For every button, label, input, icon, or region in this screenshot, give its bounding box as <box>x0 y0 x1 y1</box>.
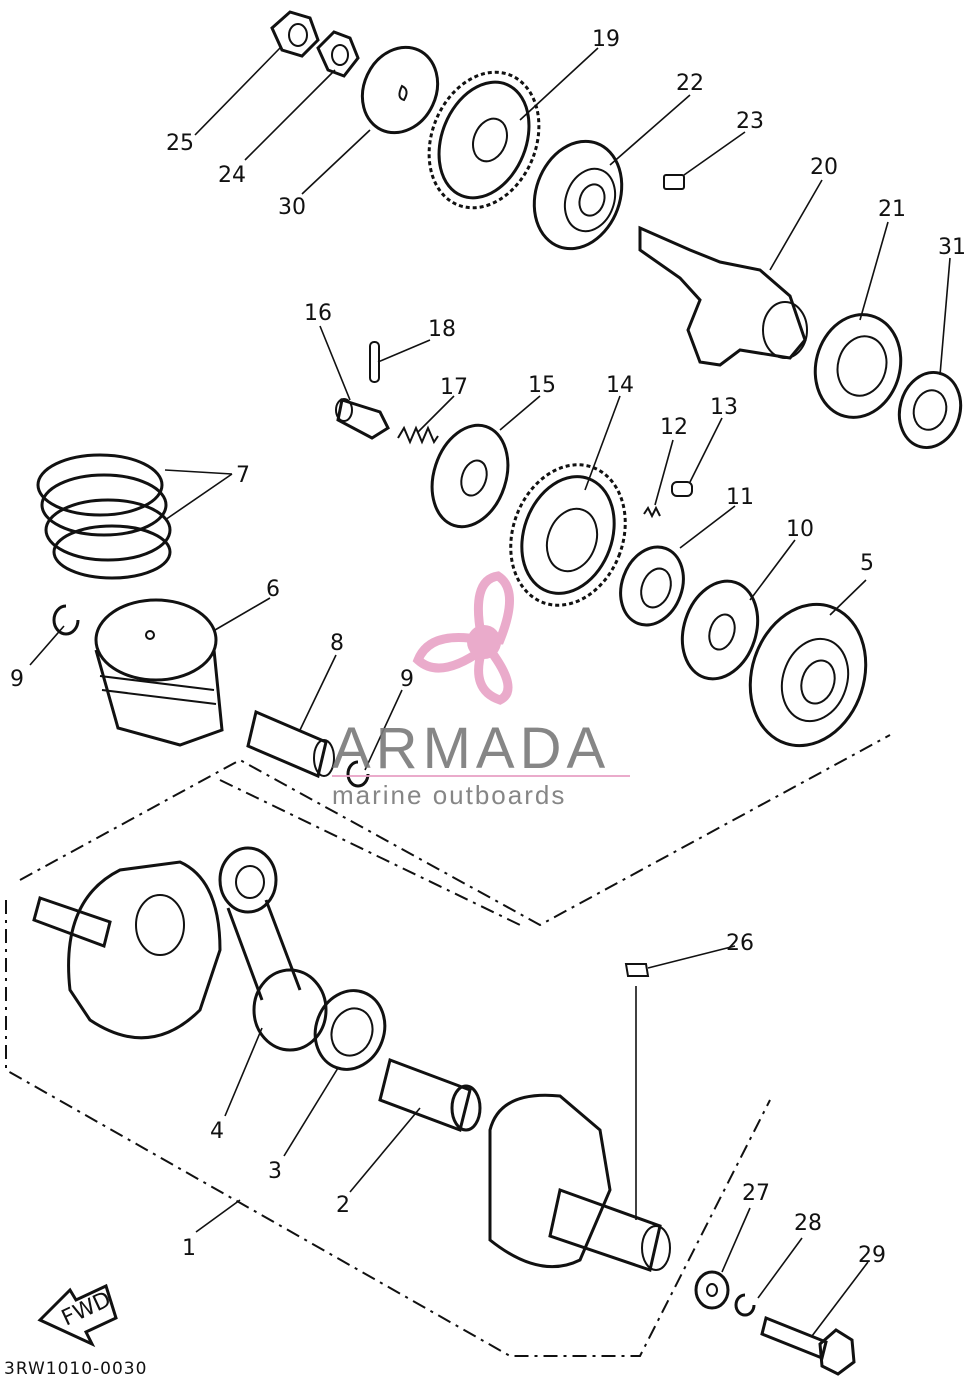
connecting-rod-4 <box>218 846 328 1052</box>
leader-lines <box>29 47 951 1337</box>
callout-1: 1 <box>182 1236 196 1261</box>
callout-7: 7 <box>236 463 250 488</box>
callout-25: 25 <box>166 131 194 156</box>
callout-23: 23 <box>736 109 764 134</box>
oil-seal-31 <box>897 370 963 450</box>
callout-20: 20 <box>810 155 838 180</box>
callout-3: 3 <box>268 1159 282 1184</box>
key-23 <box>663 174 685 190</box>
piston-pin-8 <box>246 709 335 779</box>
piston-6 <box>94 598 224 747</box>
callout-26: 26 <box>726 931 754 956</box>
spring-17 <box>397 425 439 445</box>
callout-11: 11 <box>726 485 754 510</box>
callout-29: 29 <box>858 1243 886 1268</box>
callout-30: 30 <box>278 195 306 220</box>
callout-labels: 1 2 3 4 5 6 7 8 9 9 10 11 12 13 14 15 16… <box>10 27 964 1268</box>
callout-12: 12 <box>660 415 688 440</box>
assembly-outline-crank <box>19 734 891 927</box>
fwd-arrow-icon: FWD <box>37 1283 118 1348</box>
plate-15 <box>430 423 510 529</box>
callout-15: 15 <box>528 373 556 398</box>
watermark-logo: ARMADA marine outboards <box>332 571 630 810</box>
callout-9-left: 9 <box>10 667 24 692</box>
callout-21: 21 <box>878 197 906 222</box>
callout-6: 6 <box>266 577 280 602</box>
callout-5: 5 <box>860 551 874 576</box>
callout-27: 27 <box>742 1181 770 1206</box>
bolt-29 <box>760 1315 856 1376</box>
piston-rings-7 <box>36 453 172 580</box>
bearing-3 <box>313 989 387 1071</box>
callout-13: 13 <box>710 395 738 420</box>
crank-pin-2 <box>378 1058 482 1132</box>
pin-18 <box>369 341 380 383</box>
callout-28: 28 <box>794 1211 822 1236</box>
callout-24: 24 <box>218 163 246 188</box>
watermark-brand: ARMADA <box>332 716 610 781</box>
callout-22: 22 <box>676 71 704 96</box>
callout-14: 14 <box>606 373 634 398</box>
key-26 <box>624 963 650 977</box>
bearing-21 <box>813 313 903 419</box>
watermark-tagline: marine outboards <box>332 780 566 810</box>
assembly-outline-bottom <box>5 900 771 1357</box>
callout-17: 17 <box>440 375 468 400</box>
callout-31: 31 <box>938 235 964 260</box>
hub-11 <box>619 545 685 627</box>
spring-12 <box>643 505 661 519</box>
callout-16: 16 <box>304 301 332 326</box>
lock-washer-24 <box>316 30 360 78</box>
pin-16 <box>335 398 390 440</box>
assembly-outline-right <box>219 779 521 926</box>
washer-30 <box>360 45 440 135</box>
crank-right-half <box>488 1093 671 1272</box>
callout-4: 4 <box>210 1119 224 1144</box>
callout-8: 8 <box>330 631 344 656</box>
clip-9-left <box>52 604 80 636</box>
pin-13 <box>671 481 693 497</box>
balancer-shaft-20 <box>638 225 808 367</box>
bearing-22 <box>532 139 624 251</box>
crank-left-half <box>32 860 222 1040</box>
spring-washer-28 <box>734 1293 756 1317</box>
callout-2: 2 <box>336 1193 350 1218</box>
callout-9-right: 9 <box>400 667 414 692</box>
washer-27 <box>694 1270 730 1310</box>
diagram-code: 3RW1010-0030 <box>4 1359 147 1379</box>
bearing-5 <box>748 602 868 748</box>
callout-19: 19 <box>592 27 620 52</box>
propeller-icon <box>412 571 514 705</box>
plate-10 <box>680 579 760 681</box>
clip-9-right <box>346 760 370 788</box>
callout-18: 18 <box>428 317 456 342</box>
gear-19 <box>427 70 541 210</box>
callout-10: 10 <box>786 517 814 542</box>
nut-25 <box>270 10 320 58</box>
